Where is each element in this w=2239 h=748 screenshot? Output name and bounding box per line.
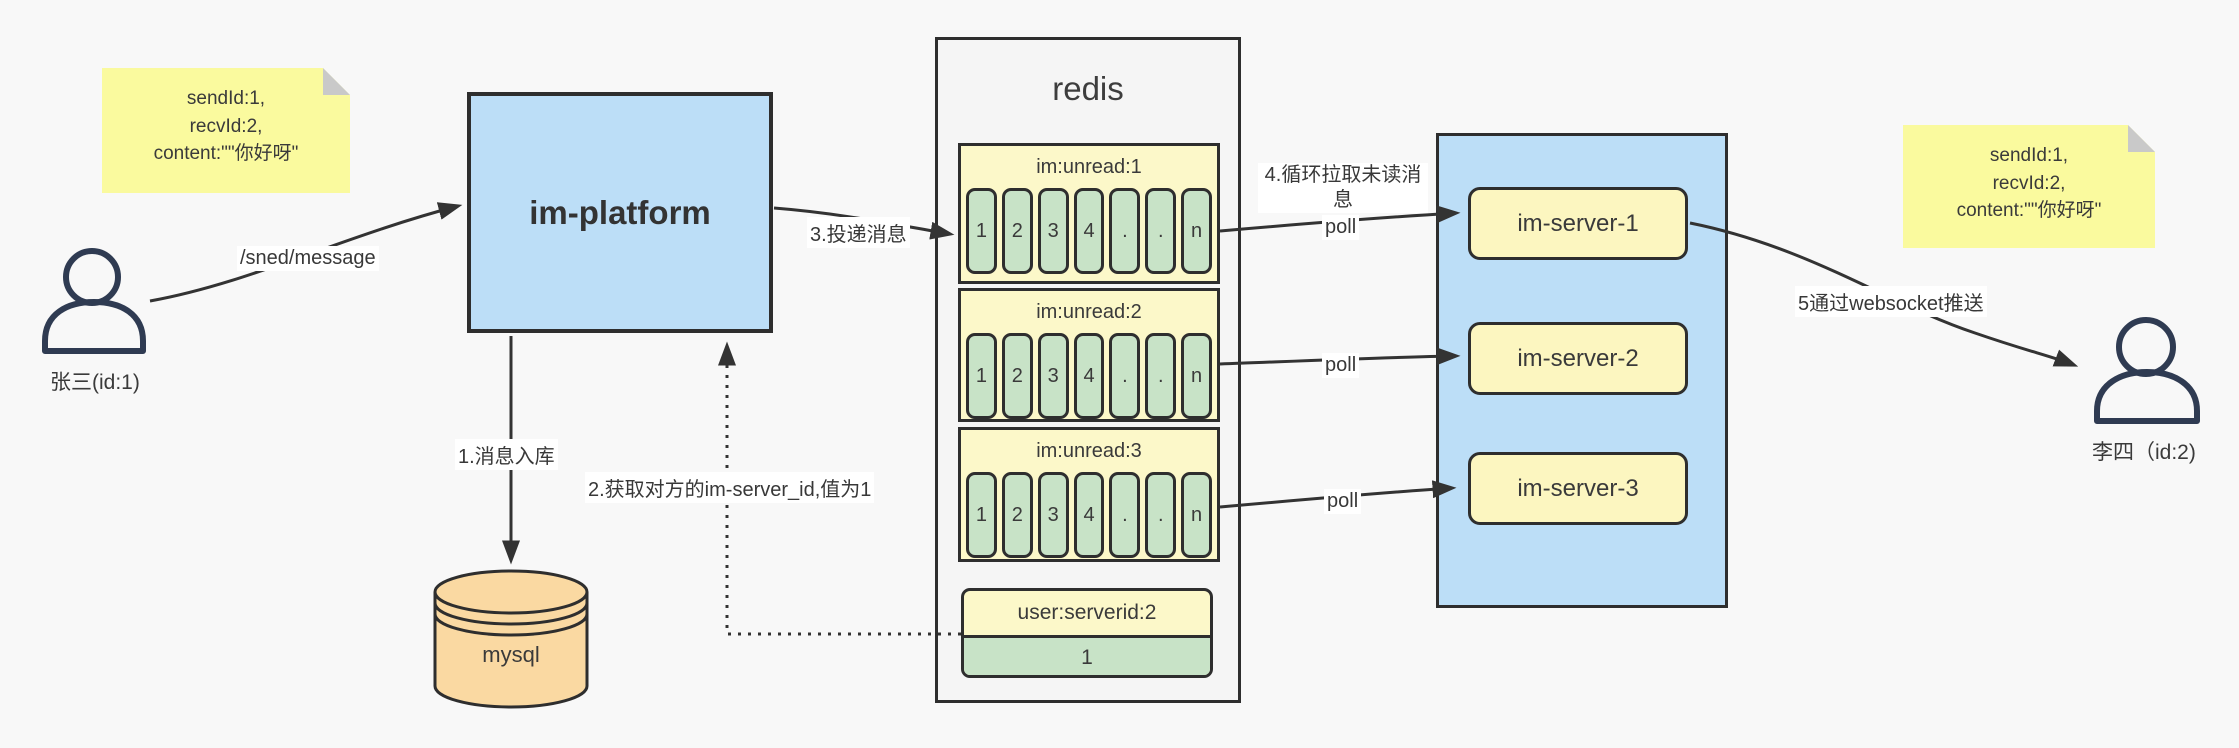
queue-cell: 3 xyxy=(1037,333,1069,419)
queue-cell: 3 xyxy=(1037,188,1069,274)
im-server-3-node: im-server-3 xyxy=(1468,452,1688,525)
queue-cell: 1 xyxy=(966,472,997,558)
kv-user-serverid: user:serverid:2 1 xyxy=(961,588,1213,678)
redis-title: redis xyxy=(1052,70,1124,107)
queue-cells: 1 2 3 4 . . n xyxy=(961,472,1217,564)
edge-label-poll-3: poll xyxy=(1324,489,1362,514)
queue-cells: 1 2 3 4 . . n xyxy=(961,333,1217,425)
queue-cell: . xyxy=(1109,188,1141,274)
queue-cell: 1 xyxy=(966,188,997,274)
edge-label-store: 1.消息入库 xyxy=(455,439,558,470)
kv-value: 1 xyxy=(964,635,1210,675)
receiver-label: 李四（id:2) xyxy=(2092,441,2196,464)
sticky-note-sender-text: sendId:1, recvId:2, content:""你好呀" xyxy=(153,88,299,165)
user-icon-receiver xyxy=(2094,317,2200,424)
im-server-1-node: im-server-1 xyxy=(1468,187,1688,260)
im-platform-label: im-platform xyxy=(529,193,711,231)
im-server-3-label: im-server-3 xyxy=(1517,474,1639,502)
queue-cell: 2 xyxy=(1001,333,1033,419)
queue-im-unread-2: im:unread:2 1 2 3 4 . . n xyxy=(958,288,1220,422)
queue-cell: n xyxy=(1181,333,1213,419)
queue-cell: n xyxy=(1181,188,1213,274)
queue-cell: 4 xyxy=(1073,333,1105,419)
sticky-note-receiver: sendId:1, recvId:2, content:""你好呀" xyxy=(1903,125,2155,248)
sticky-note-sender: sendId:1, recvId:2, content:""你好呀" xyxy=(102,68,350,193)
edge-label-websocket-push: 5通过websocket推送 xyxy=(1795,286,1987,317)
queue-cells: 1 2 3 4 . . n xyxy=(961,188,1217,280)
queue-cell: . xyxy=(1145,188,1177,274)
queue-cell: . xyxy=(1145,472,1177,558)
sender-label: 张三(id:1) xyxy=(50,371,140,394)
mysql-database-icon xyxy=(433,569,589,709)
user-icon-sender xyxy=(42,248,146,354)
queue-cell: 2 xyxy=(1001,188,1033,274)
edge-label-poll-1: poll xyxy=(1322,215,1360,240)
queue-label: im:unread:3 xyxy=(1036,439,1142,462)
queue-cell: . xyxy=(1109,333,1141,419)
im-server-2-label: im-server-2 xyxy=(1517,344,1639,372)
queue-cell: 4 xyxy=(1073,472,1105,558)
edge-label-send: /sned/message xyxy=(237,246,379,271)
queue-im-unread-1: im:unread:1 1 2 3 4 . . n xyxy=(958,143,1220,284)
im-server-1-label: im-server-1 xyxy=(1517,209,1639,237)
queue-cell: n xyxy=(1181,472,1213,558)
sticky-note-receiver-text: sendId:1, recvId:2, content:""你好呀" xyxy=(1956,145,2102,222)
queue-cell: . xyxy=(1145,333,1177,419)
queue-label: im:unread:1 xyxy=(1036,155,1142,178)
kv-key: user:serverid:2 xyxy=(1017,601,1157,624)
queue-cell: 2 xyxy=(1001,472,1033,558)
edge-label-poll-loop: 4.循环拉取未读消息 xyxy=(1258,163,1428,213)
queue-cell: 1 xyxy=(966,333,997,419)
edge-label-deliver: 3.投递消息 xyxy=(807,217,910,248)
queue-label: im:unread:2 xyxy=(1036,300,1142,323)
queue-im-unread-3: im:unread:3 1 2 3 4 . . n xyxy=(958,427,1220,562)
mysql-label: mysql xyxy=(482,642,540,667)
queue-cell: 4 xyxy=(1073,188,1105,274)
im-server-2-node: im-server-2 xyxy=(1468,322,1688,395)
queue-cell: . xyxy=(1109,472,1141,558)
queue-cell: 3 xyxy=(1037,472,1069,558)
im-platform-node: im-platform xyxy=(467,92,773,333)
edge-label-poll-2: poll xyxy=(1322,353,1360,378)
edge-label-get-serverid: 2.获取对方的im-server_id,值为1 xyxy=(585,472,875,503)
